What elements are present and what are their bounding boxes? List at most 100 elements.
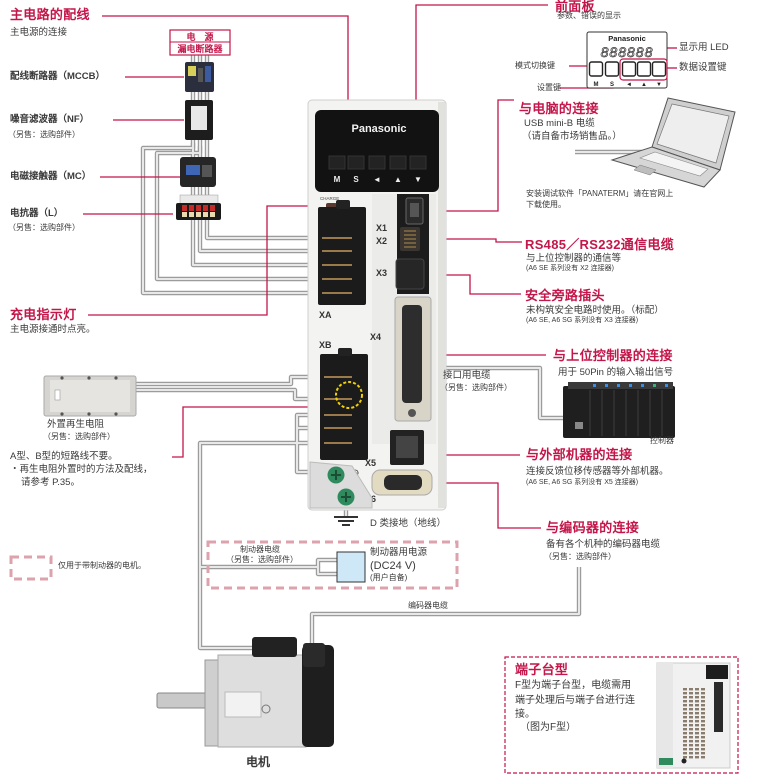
terminal-grid-cell xyxy=(683,756,687,759)
port-label-x5: X5 xyxy=(365,458,376,468)
terminal-unit-side xyxy=(657,663,673,768)
resistor-terminal xyxy=(54,389,61,401)
terminal-grid-cell xyxy=(695,700,699,703)
terminal-grid-cell xyxy=(689,712,693,715)
controller-module-led xyxy=(605,384,608,387)
front-panel-title: 前面板 xyxy=(555,0,595,14)
mccb-label: 配线断路器（MCCB） xyxy=(10,71,105,82)
terminal-grid xyxy=(683,688,705,759)
x2-pins xyxy=(404,230,416,248)
safety-bypass-line1: 未构筑安全电路时使用。（标配） xyxy=(526,305,664,316)
controller-ethernet-port xyxy=(575,422,583,429)
charge-lamp-title: 充电指示灯 xyxy=(10,307,77,322)
brake-power-note: (用户自备) xyxy=(370,573,408,582)
terminal-grid-cell xyxy=(695,756,699,759)
brake-power-supply xyxy=(336,551,366,583)
x3-port xyxy=(395,258,425,290)
wire-highlight xyxy=(142,143,322,294)
terminal-block-line2: 端子处理后与端子台进行连 xyxy=(515,695,635,706)
x4-dsub-socket xyxy=(402,305,422,403)
contactor-device xyxy=(180,157,216,187)
external-device-title: 与外部机器的连接 xyxy=(526,447,633,462)
external-device-line1: 连接反馈位移传感器等外部机器。 xyxy=(526,466,669,477)
terminal-grid-cell xyxy=(701,748,705,751)
charge-lamp-subtitle: 主电源接通时点亮。 xyxy=(10,324,96,335)
x6-port-socket xyxy=(384,475,422,490)
encoder-connection-note: （另售：选购部件） xyxy=(544,552,616,561)
wire-control-power-l1 xyxy=(140,143,322,296)
brake-power-label: 制动器用电源 xyxy=(370,547,428,558)
wire-highlight xyxy=(192,220,322,266)
front-panel-led-digits: 888888 xyxy=(601,44,654,60)
terminal-grid-cell xyxy=(683,748,687,751)
terminal-grid-cell xyxy=(701,752,705,755)
terminal-grid-cell xyxy=(683,728,687,731)
terminal-grid-cell xyxy=(695,708,699,711)
motor-encoder-connector xyxy=(303,643,325,667)
reactor-terminal xyxy=(210,205,215,211)
leader-rs485 xyxy=(426,238,522,243)
terminal-grid-cell xyxy=(701,732,705,735)
terminal-grid-cell xyxy=(695,740,699,743)
ground-symbol xyxy=(334,516,358,526)
reactor-note: （另售：选购部件） xyxy=(8,223,80,232)
drive-button-2 xyxy=(368,155,386,170)
wire-highlight xyxy=(200,559,337,568)
port-label-x4: X4 xyxy=(370,332,381,342)
reactor-terminals xyxy=(182,205,215,217)
terminal-block-title: 端子台型 xyxy=(515,662,569,677)
nf-label xyxy=(191,106,207,130)
front-panel-key-2 xyxy=(621,61,637,77)
terminal-grid-cell xyxy=(695,724,699,727)
terminal-grid-cell xyxy=(689,732,693,735)
terminal-grid-cell xyxy=(689,692,693,695)
terminal-grid-cell xyxy=(689,696,693,699)
resistor-screw xyxy=(114,412,118,416)
wire-highlight xyxy=(412,367,564,419)
xb-shortbar-highlight xyxy=(335,381,363,409)
ground-plate xyxy=(309,461,373,509)
wire-regen-b2 xyxy=(136,387,330,402)
data-keys-label: 数据设置键 xyxy=(679,62,727,73)
drive-button-label: ◄ xyxy=(373,175,381,184)
terminal-grid-cell xyxy=(683,736,687,739)
terminal-grid-cell xyxy=(695,732,699,735)
laptop-touchpad xyxy=(633,164,657,176)
leader-front-panel xyxy=(415,4,548,118)
reactor-terminal xyxy=(196,205,201,211)
leader-safety xyxy=(426,274,521,295)
front-panel-brand: Panasonic xyxy=(608,34,646,43)
power-source-line2: 漏电断路器 xyxy=(177,43,223,54)
front-panel-key-label: ▼ xyxy=(656,82,662,88)
data-keys-highlight xyxy=(619,58,668,81)
port-label-x1: X1 xyxy=(376,223,387,233)
terminal-grid-cell xyxy=(701,740,705,743)
terminal-grid-cell xyxy=(689,752,693,755)
terminal-grid-cell xyxy=(701,704,705,707)
reactor-terminal-screw xyxy=(189,212,194,217)
regen-resistor-note: （另售：选购部件） xyxy=(43,432,115,441)
pc-connection-title: 与电脑的连接 xyxy=(519,101,599,116)
encoder-connection-title: 与编码器的连接 xyxy=(546,520,640,535)
terminal-block-caption: （图为F型） xyxy=(520,722,577,733)
reactor-terminal-screw xyxy=(182,212,187,217)
leader-encoder xyxy=(432,482,541,529)
wire-highlight xyxy=(311,567,580,650)
reactor-device xyxy=(176,194,221,220)
wire-main-l2 xyxy=(197,220,322,254)
terminal-grid-cell xyxy=(689,724,693,727)
regen-resistor-label: 外置再生电阻 xyxy=(47,419,105,430)
terminal-grid-cell xyxy=(683,716,687,719)
controller-modules xyxy=(589,384,668,436)
terminal-grid-cell xyxy=(683,752,687,755)
terminal-unit-ports xyxy=(714,682,723,732)
main-circuit-title: 主电路的配线 xyxy=(10,7,90,22)
noise-filter-device xyxy=(185,100,213,140)
pc-software-line2: 下载使用。 xyxy=(526,200,566,209)
led-label: 显示用 LED xyxy=(679,42,729,53)
